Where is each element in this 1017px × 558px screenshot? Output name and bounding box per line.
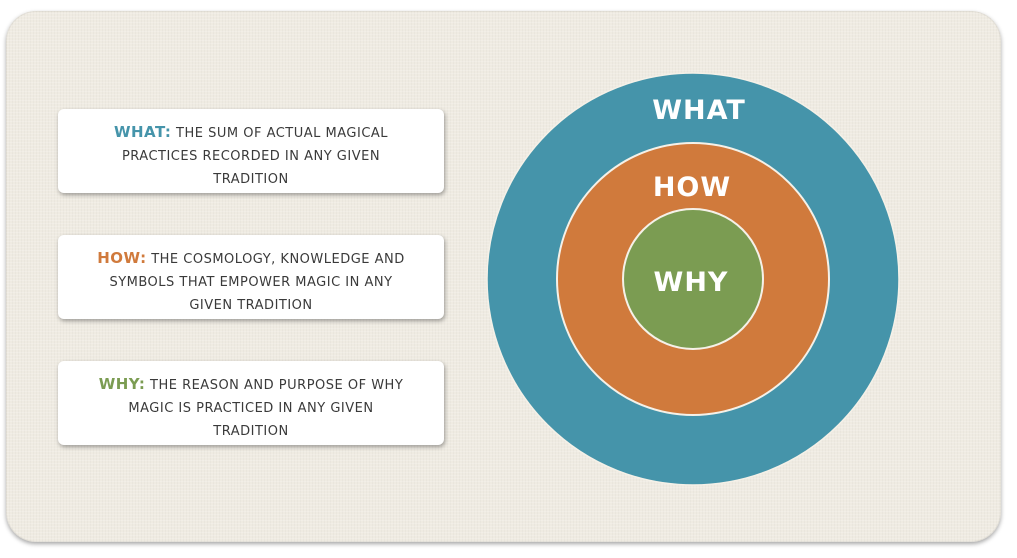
- why-definition-line-3: TRADITION: [213, 424, 289, 439]
- what-ring-label: WHAT: [652, 95, 746, 126]
- how-ring-label: HOW: [653, 172, 731, 203]
- why-definition-line-1: THE REASON AND PURPOSE OF WHY: [150, 378, 404, 393]
- how-definition-line-1: THE COSMOLOGY, KNOWLEDGE AND: [151, 252, 405, 267]
- how-definition-line-3: GIVEN TRADITION: [189, 298, 313, 313]
- how-definition-card: HOW: THE COSMOLOGY, KNOWLEDGE AND SYMBOL…: [58, 235, 444, 319]
- what-definition-line-1: THE SUM OF ACTUAL MAGICAL: [176, 126, 389, 141]
- why-definition-line-2: MAGIC IS PRACTICED IN ANY GIVEN: [128, 401, 374, 416]
- why-ring-label: WHY: [654, 267, 729, 298]
- concentric-circles-diagram: WHAT HOW WHY: [486, 72, 900, 486]
- what-definition-card: WHAT: THE SUM OF ACTUAL MAGICAL PRACTICE…: [58, 109, 444, 193]
- what-definition-line-3: TRADITION: [213, 172, 289, 187]
- why-ring: [622, 208, 764, 350]
- how-definition-line-2: SYMBOLS THAT EMPOWER MAGIC IN ANY: [109, 275, 393, 290]
- why-definition-card: WHY: THE REASON AND PURPOSE OF WHY MAGIC…: [58, 361, 444, 445]
- why-term: WHY:: [98, 375, 146, 393]
- how-term: HOW:: [97, 249, 147, 267]
- what-definition-line-2: PRACTICES RECORDED IN ANY GIVEN: [121, 149, 381, 164]
- what-term: WHAT:: [113, 123, 172, 141]
